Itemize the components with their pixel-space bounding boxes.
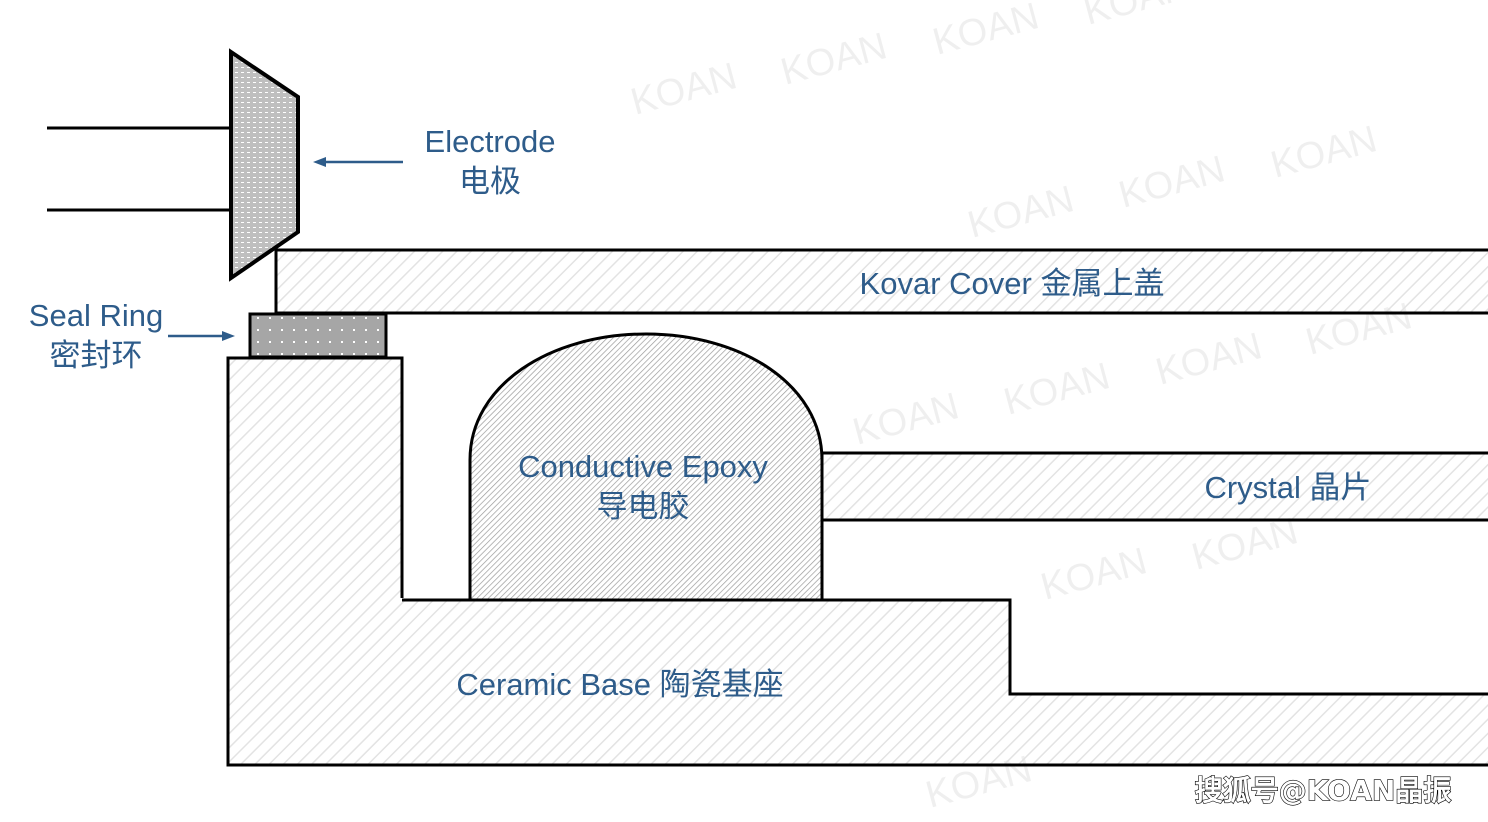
seal-ring-arrow-icon: [168, 331, 235, 341]
conductive-epoxy-shape: [468, 332, 824, 602]
watermark: KOAN: [963, 178, 1078, 246]
conductive-epoxy-label: Conductive Epoxy: [518, 449, 768, 484]
watermark: KOAN: [999, 355, 1114, 423]
conductive-epoxy-label-zh: 导电胶: [597, 489, 690, 524]
kovar-cover-label: Kovar Cover 金属上盖: [860, 266, 1165, 301]
watermark: KOAN: [928, 0, 1043, 64]
kovar-cover-shape: [274, 248, 1488, 315]
source-credit: 搜狐号@KOAN晶振: [1195, 774, 1452, 807]
seal-ring-label-zh: 密封环: [50, 338, 143, 373]
watermark: KOAN: [1266, 118, 1381, 186]
crystal-label: Crystal 晶片: [1204, 470, 1371, 505]
ceramic-base-fill: [228, 358, 1488, 765]
electrode-label: Electrode: [425, 124, 556, 159]
seal-ring-label: Seal Ring: [29, 298, 163, 333]
watermark: KOAN: [626, 55, 741, 123]
electrode-arrow-icon: [313, 157, 403, 167]
watermark: KOAN: [776, 25, 891, 93]
watermark: KOAN: [1036, 540, 1151, 608]
watermark: KOAN: [848, 385, 963, 453]
electrode-shape: [229, 48, 300, 282]
watermark: KOAN: [1114, 148, 1229, 216]
ceramic-base-label: Ceramic Base 陶瓷基座: [456, 667, 783, 702]
electrode-label-zh: 电极: [459, 164, 521, 199]
crystal-shape: [820, 451, 1488, 522]
seal-ring-shape: [248, 312, 388, 359]
watermark: KOAN: [1151, 325, 1266, 393]
watermark: KOAN: [1079, 0, 1194, 34]
